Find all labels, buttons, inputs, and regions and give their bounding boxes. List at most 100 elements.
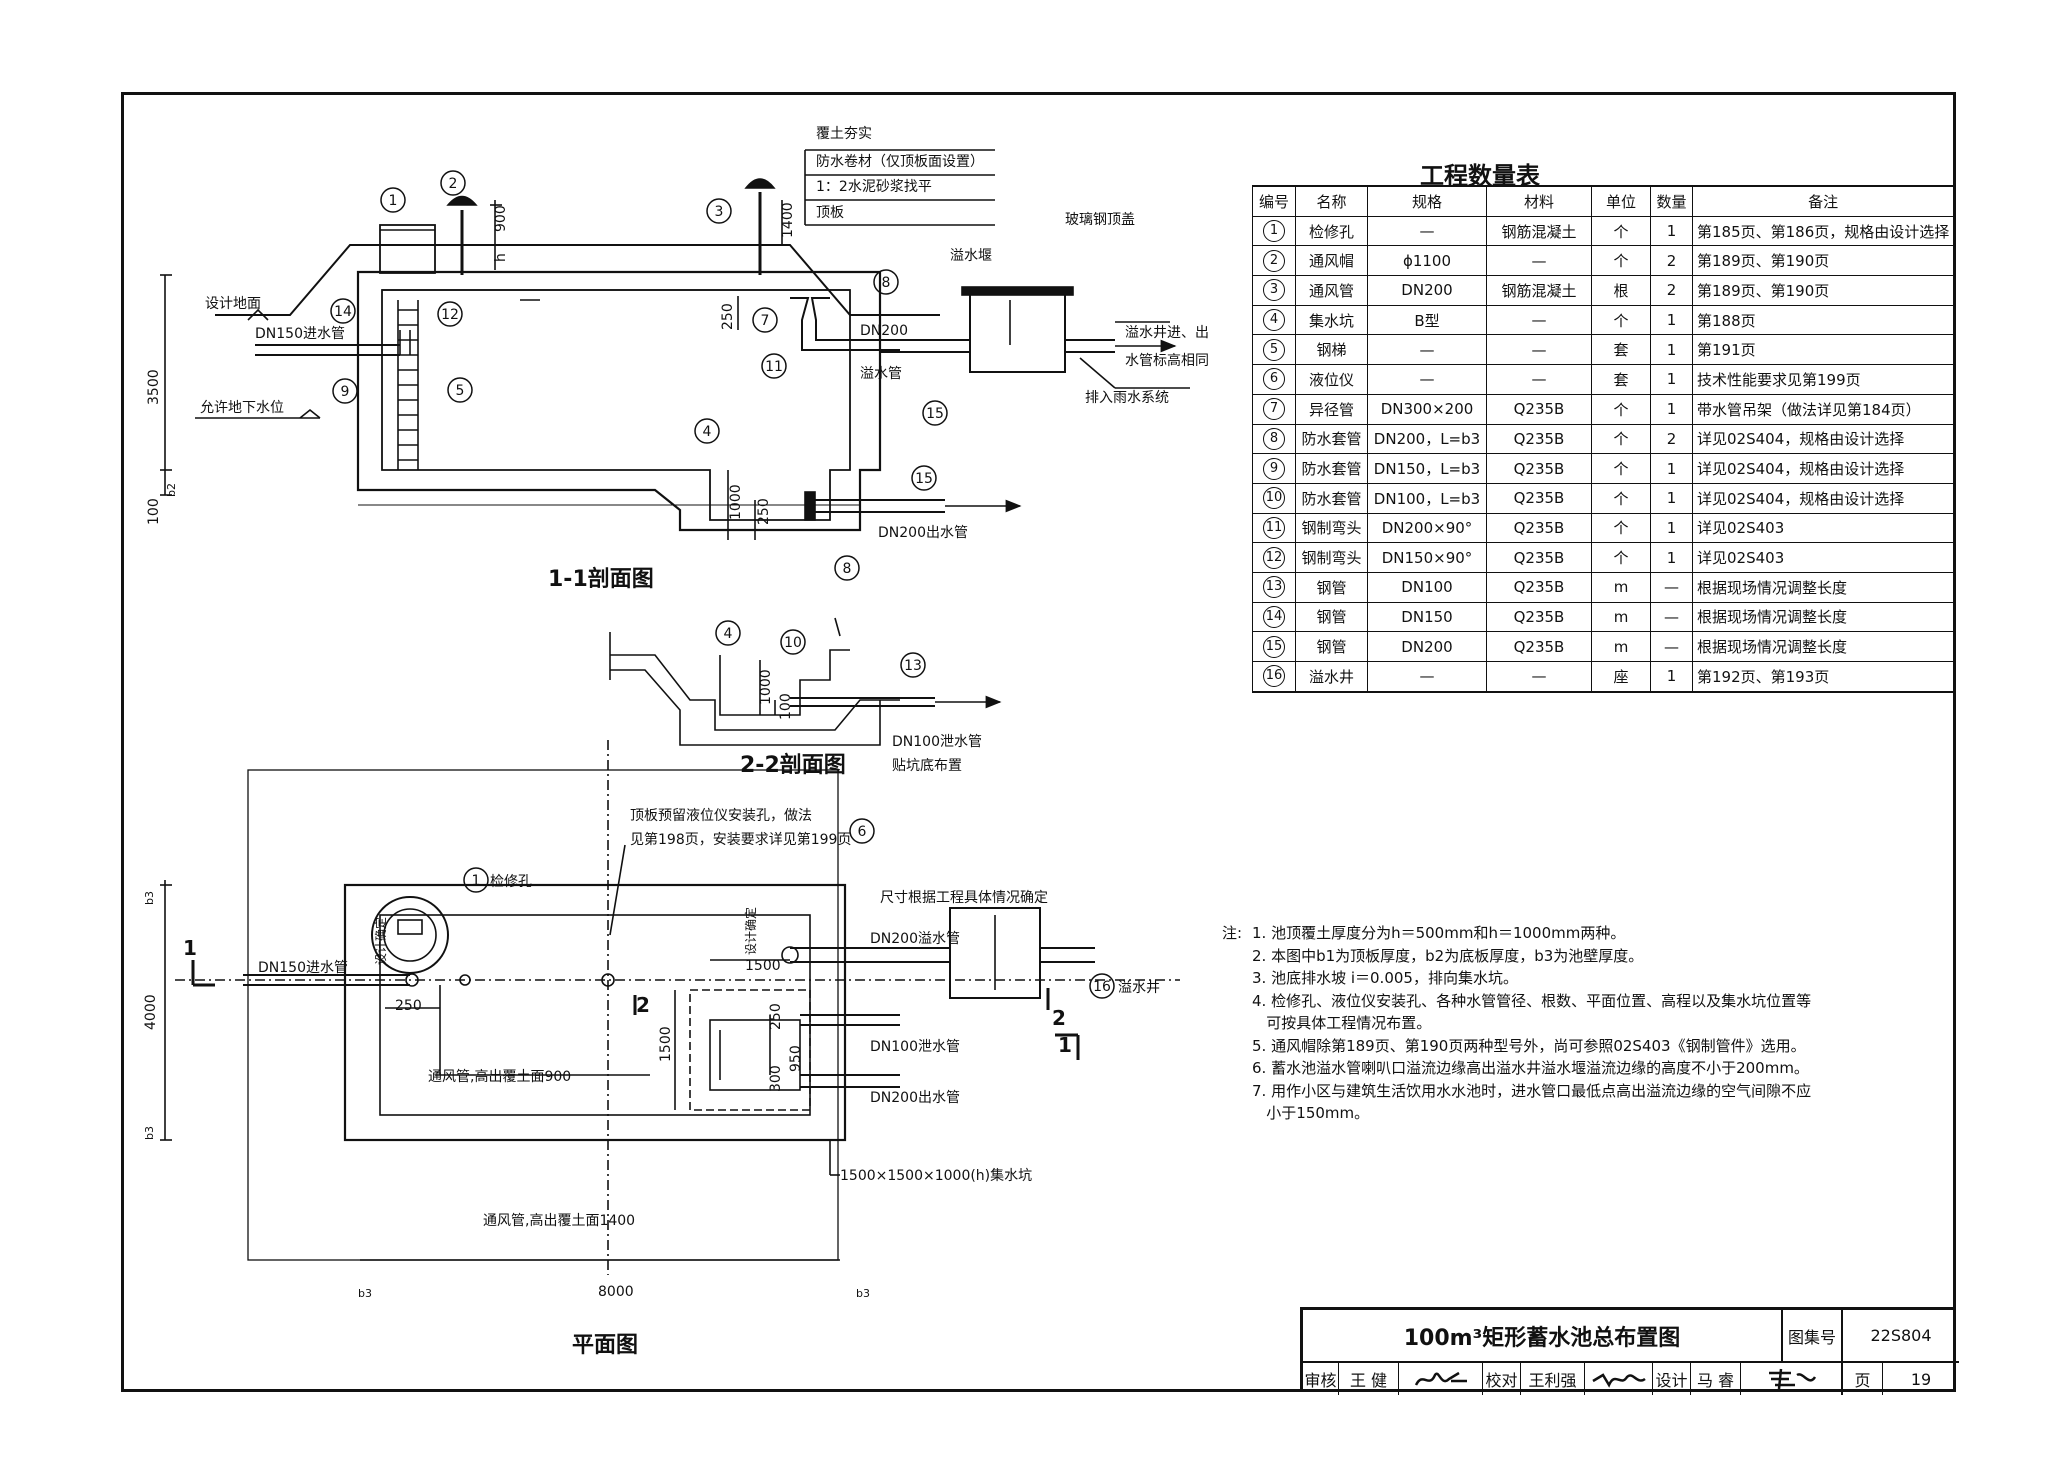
title-block: 100m³矩形蓄水池总布置图 图集号 22S804 审核 王 健 校对 王利强 … xyxy=(1300,1307,1959,1395)
table-cell-qty: 1 xyxy=(1650,660,1693,693)
fiberglass-cover-label: 玻璃钢顶盖 xyxy=(1065,211,1135,228)
plan-view xyxy=(160,740,1180,1275)
table-cell-material: — xyxy=(1486,304,1592,336)
table-cell-note: 详见02S403 xyxy=(1691,542,1955,573)
table-cell-spec: DN200 xyxy=(1367,631,1487,662)
cut-1-left: 1 xyxy=(183,936,197,960)
note-line: 1. 池顶覆土厚度分为h＝500mm和h＝1000mm两种。 xyxy=(1252,924,1626,942)
table-cell-spec: DN100，L=b3 xyxy=(1367,482,1487,514)
dim-plan-b3-right: b3 xyxy=(856,1287,870,1300)
table-cell-no: 3 xyxy=(1252,275,1296,306)
designer-name: 马 睿 xyxy=(1691,1363,1741,1395)
section-1-1-title: 1-1剖面图 xyxy=(548,566,654,592)
drawing-border xyxy=(121,92,1956,1392)
col-header-qty: 数量 xyxy=(1650,184,1693,217)
table-cell-spec: DN150，L=b3 xyxy=(1367,453,1487,484)
table-cell-note: 第192页、第193页 xyxy=(1691,660,1955,693)
table-cell-spec: DN300×200 xyxy=(1367,393,1487,425)
table-cell-no: 11 xyxy=(1252,512,1296,544)
to-storm-label: 排入雨水系统 xyxy=(1085,390,1169,406)
dim-950: 950 xyxy=(788,1045,804,1072)
callout-bubbles xyxy=(330,170,1115,999)
cut-1-right: 1 xyxy=(1058,1033,1072,1057)
table-cell-note: 第185页、第186页，规格由设计选择 xyxy=(1691,215,1955,247)
table-cell-qty: 2 xyxy=(1650,275,1693,306)
dim-plan-b3-bottom: b3 xyxy=(143,1126,156,1140)
item-number-badge: 1 xyxy=(1263,220,1285,243)
table-cell-unit: 个 xyxy=(1591,393,1651,425)
table-cell-unit: 个 xyxy=(1591,245,1651,277)
table-cell-qty: 1 xyxy=(1650,393,1693,425)
groundwater-label: 允许地下水位 xyxy=(200,400,284,416)
overflow-pipe-label: 溢水管 xyxy=(860,366,902,382)
svg-text:3: 3 xyxy=(715,204,724,220)
notes-lines: 1. 池顶覆土厚度分为h＝500mm和h＝1000mm两种。2. 本图中b1为顶… xyxy=(1252,922,1811,1125)
level-hole-note-2: 见第198页，安装要求详见第199页 xyxy=(630,831,851,848)
table-cell-spec: DN200，L=b3 xyxy=(1367,423,1487,455)
table-cell-name: 钢管 xyxy=(1295,631,1368,662)
table-cell-note: 第188页 xyxy=(1691,304,1955,336)
vent2-label: 通风管,高出覆土面1400 xyxy=(483,1212,635,1229)
table-cell-unit: 个 xyxy=(1591,542,1651,573)
svg-text:1: 1 xyxy=(389,193,398,209)
table-cell-no: 12 xyxy=(1252,542,1296,573)
dim-1500-v: 1500 xyxy=(658,1026,674,1062)
table-cell-note: 根据现场情况调整长度 xyxy=(1691,571,1955,603)
designer-signature xyxy=(1741,1363,1843,1395)
table-cell-material: — xyxy=(1486,334,1592,366)
table-cell-spec: DN200 xyxy=(1367,275,1487,306)
dim-plan-b3-top: b3 xyxy=(143,891,156,905)
table-cell-qty: 1 xyxy=(1650,364,1693,395)
table-cell-spec: DN150 xyxy=(1367,601,1487,633)
svg-text:8: 8 xyxy=(843,561,852,577)
table-cell-name: 钢梯 xyxy=(1295,334,1368,366)
svg-text:15: 15 xyxy=(926,406,944,422)
notes-label: 注: xyxy=(1222,924,1243,942)
table-cell-no: 14 xyxy=(1252,601,1296,633)
table-cell-qty: — xyxy=(1650,571,1693,603)
table-cell-no: 9 xyxy=(1252,453,1296,484)
dim-8000: 8000 xyxy=(598,1284,634,1300)
dim-4000: 4000 xyxy=(143,994,159,1030)
item-number-badge: 6 xyxy=(1263,368,1285,391)
svg-text:8: 8 xyxy=(882,275,891,291)
atlas-number: 22S804 xyxy=(1843,1310,1959,1363)
item-number-badge: 8 xyxy=(1263,427,1285,450)
table-cell-material: Q235B xyxy=(1486,631,1592,662)
weir-label: 溢水堰 xyxy=(950,248,992,264)
table-cell-no: 7 xyxy=(1252,393,1296,425)
dn200-label: DN200 xyxy=(860,323,908,339)
dim-22-100: 100 xyxy=(778,693,794,720)
item-number-badge: 13 xyxy=(1263,576,1285,599)
well-note-2: 水管标高相同 xyxy=(1125,352,1209,369)
item-number-badge: 10 xyxy=(1263,487,1285,510)
table-cell-unit: 个 xyxy=(1591,423,1651,455)
section-2-2-title: 2-2剖面图 xyxy=(740,752,846,778)
table-cell-unit: 个 xyxy=(1591,304,1651,336)
dim-22-1000: 1000 xyxy=(758,669,774,705)
table-cell-no: 10 xyxy=(1252,482,1296,514)
plan-drain-label: DN100泄水管 xyxy=(870,1039,960,1055)
svg-text:4: 4 xyxy=(724,626,733,642)
reviewer-name: 王 健 xyxy=(1339,1363,1399,1395)
table-cell-unit: 根 xyxy=(1591,275,1651,306)
dim-h: h xyxy=(493,253,509,262)
sump-label: 1500×1500×1000(h)集水坑 xyxy=(840,1167,1032,1184)
table-cell-note: 详见02S404，规格由设计选择 xyxy=(1691,453,1955,484)
col-header-name: 名称 xyxy=(1295,184,1368,217)
table-cell-unit: m xyxy=(1591,571,1651,603)
dim-1500-h: 1500 xyxy=(745,958,781,974)
svg-text:10: 10 xyxy=(784,635,802,651)
item-number-badge: 4 xyxy=(1263,309,1285,332)
table-cell-note: 带水管吊架（做法详见第184页） xyxy=(1691,393,1955,425)
table-cell-unit: 套 xyxy=(1591,364,1651,395)
review-label: 审核 xyxy=(1303,1363,1339,1395)
table-cell-qty: — xyxy=(1650,631,1693,662)
table-cell-name: 防水套管 xyxy=(1295,453,1368,484)
